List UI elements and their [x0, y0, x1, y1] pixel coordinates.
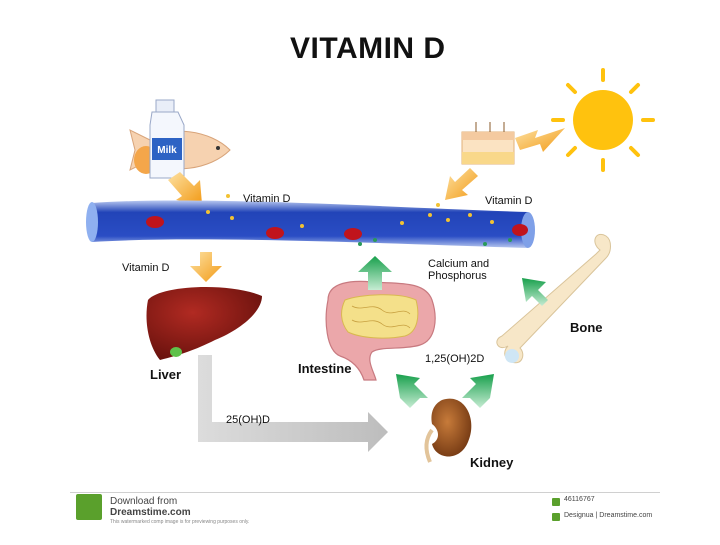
label-125oh2d: 1,25(OH)2D: [425, 353, 485, 365]
footer-divider: [70, 492, 660, 493]
label-kidney: Kidney: [470, 455, 514, 470]
skin-to-vessel-arrow: [445, 168, 478, 200]
credit-icon: [552, 513, 560, 521]
dreamstime-logo-icon: [76, 494, 102, 520]
label-intestine: Intestine: [298, 361, 352, 376]
bone-icon: [496, 234, 611, 364]
label-phosphorus: Phosphorus: [428, 270, 487, 282]
label-25ohd: 25(OH)D: [226, 414, 271, 426]
label-vitamin-d-food: Vitamin D: [243, 193, 291, 205]
sun-to-skin-arrow: [515, 128, 565, 152]
food-to-vessel-arrow: [168, 172, 202, 204]
label-vitamin-d-liver: Vitamin D: [122, 262, 170, 274]
kidney-to-bone-arrow: [462, 374, 494, 408]
footer-site[interactable]: Dreamstime.com: [110, 507, 191, 518]
liver-to-kidney-arrow: [198, 355, 388, 452]
vessel-to-liver-arrow: [190, 252, 222, 282]
kidney-icon: [424, 398, 472, 463]
sun-icon: [551, 68, 655, 172]
kidney-to-intestine-arrow: [396, 374, 428, 408]
footer-notice: This watermarked comp image is for previ…: [110, 519, 250, 525]
id-icon: [552, 498, 560, 506]
bone-to-vessel-arrow: [522, 278, 548, 306]
label-liver: Liver: [150, 367, 182, 382]
milk-bottle-icon: Milk: [149, 99, 185, 179]
page-title: VITAMIN D: [290, 32, 446, 65]
label-bone: Bone: [570, 320, 603, 335]
skin-icon: [461, 122, 515, 165]
footer-credit: Designua | Dreamstime.com: [564, 512, 653, 519]
milk-label: Milk: [157, 145, 177, 156]
footer-id: 46116767: [564, 496, 595, 503]
label-vitamin-d-skin: Vitamin D: [485, 195, 533, 207]
blood-vessel: [86, 194, 535, 248]
footer-download-from: Download from: [110, 496, 178, 507]
label-calcium: Calcium and: [428, 258, 490, 270]
intestine-to-vessel-arrow: [358, 256, 392, 290]
liver-icon: [146, 286, 262, 360]
